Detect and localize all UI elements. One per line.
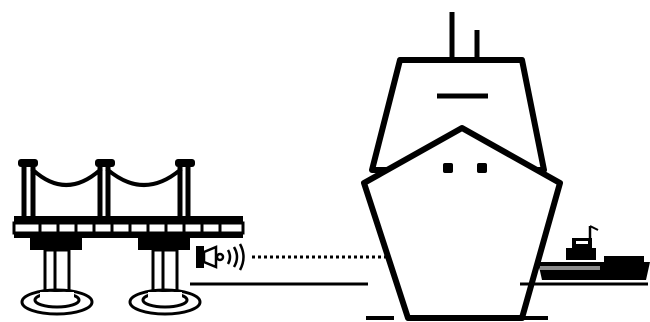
bridge-deck	[14, 216, 243, 238]
bridge-posts	[24, 165, 188, 216]
ship-bow-icon	[364, 12, 560, 318]
ship-masts	[452, 12, 477, 60]
bridge-pier-caps	[30, 238, 190, 250]
tugboat-icon	[538, 226, 650, 284]
bridge-post-caps	[18, 159, 195, 167]
bridge-icon	[14, 159, 243, 298]
horn-signal-icon	[196, 244, 244, 270]
water-ripple-icon	[22, 290, 200, 314]
